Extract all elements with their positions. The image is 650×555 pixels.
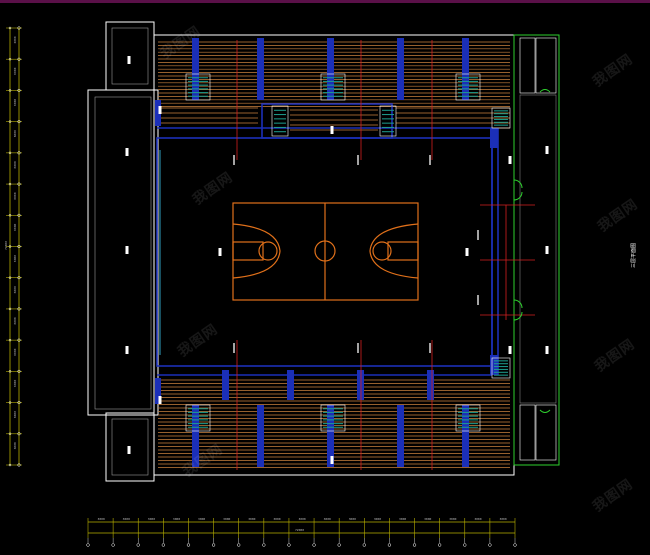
bottom-axis-label: 3000 [123,517,130,521]
left-axis-label: 6000 [13,348,17,355]
bottom-axis-label: 3000 [248,517,255,521]
room-marker [429,343,431,353]
stair [320,73,346,101]
column [155,378,161,404]
room-marker [545,346,549,354]
bottom-axis-label: 3000 [299,517,306,521]
bottom-axis-label: 3000 [374,517,381,521]
stair [455,73,481,101]
room-marker [127,446,131,454]
room-marker [508,156,512,164]
column [490,128,498,148]
room-marker [125,346,129,354]
room-marker [125,246,129,254]
stair [491,107,511,129]
left-axis-label: 6000 [13,411,17,418]
room-marker [233,155,235,165]
left-axis-label: 6000 [13,255,17,262]
room-marker [127,56,131,64]
room-marker [477,295,479,305]
column [427,370,434,400]
column [462,38,469,100]
stair [185,73,211,101]
left-axis-label: 6000 [13,67,17,74]
left-axis-label: 6000 [13,161,17,168]
column [397,38,404,100]
left-axis-label: 3000 [13,36,17,43]
room-marker [125,148,129,156]
left-axis-label: 6000 [13,99,17,106]
left-axis-label: 6000 [13,192,17,199]
column [327,405,334,467]
red-service-lines [236,40,535,470]
bottom-axis-label: 3000 [198,517,205,521]
column [357,370,364,400]
left-axis-label: 6000 [13,130,17,137]
room-marker [158,106,162,114]
left-axis-label: 3000 [13,442,17,449]
bottom-axis-label: 3000 [98,517,105,521]
column [192,405,199,467]
bottom-axis-label: 3000 [399,517,406,521]
room-marker [545,146,549,154]
bottom-axis-label: 3000 [424,517,431,521]
stair [320,404,346,432]
left-axis-label: 6000 [13,223,17,230]
stair [185,404,211,432]
bottom-axis-label: 3000 [324,517,331,521]
column [257,405,264,467]
bottom-axis-label: 3000 [449,517,456,521]
room-marker [357,155,359,165]
left-axis-label: 6000 [13,317,17,324]
bottom-axis-label: 3000 [499,517,506,521]
bottom-axis-label: 3000 [349,517,356,521]
left-axis-total: 72000 [4,241,8,250]
bottom-axis-total: 72000 [295,528,304,532]
bottom-axis-label: 3000 [148,517,155,521]
room-marker [357,343,359,353]
room-marker [218,248,222,256]
room-marker [233,343,235,353]
column [155,100,161,126]
room-markers [125,56,549,464]
stair [271,105,289,137]
room-marker [429,155,431,165]
bottom-axis-label: 3000 [173,517,180,521]
drawing-title: 三层平面图 [631,243,637,268]
room-marker [158,396,162,404]
room-marker [330,456,334,464]
column [327,38,334,100]
annex-doors [513,89,551,413]
column [222,370,229,400]
column [287,370,294,400]
left-axis-label: 6000 [13,380,17,387]
column [257,38,264,100]
column [397,405,404,467]
bottom-axis-label: 3000 [273,517,280,521]
title-bar-line [0,0,650,3]
building-outline [87,21,560,482]
room-marker [465,248,469,256]
concourse-frame [156,103,499,376]
column [192,38,199,100]
left-axis-label: 6000 [13,286,17,293]
stair [491,357,511,379]
bottom-dimension-axis: 3000 3000 3000 3000 3000 3000 3000 3000 3000 3000… [86,517,517,547]
stairs [185,73,511,432]
bottom-axis-label: 3000 [474,517,481,521]
bottom-axis-label: 3000 [223,517,230,521]
stair [379,105,397,137]
basketball-court [232,202,419,301]
room-marker [508,346,512,354]
column [490,355,498,375]
room-marker [545,246,549,254]
stair [455,404,481,432]
left-dimension-axis: 3000 6000 6000 6000 6000 6000 6000 6000 6000 6000… [4,26,22,467]
column [462,405,469,467]
structural-columns [155,38,498,467]
room-marker [477,230,479,240]
room-marker [330,126,334,134]
